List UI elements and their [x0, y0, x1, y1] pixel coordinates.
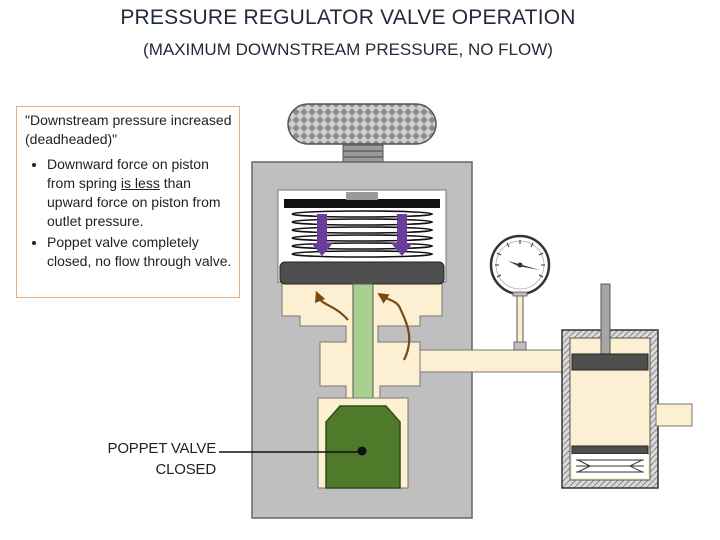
explanation-callout: "Downstream pressure increased (deadhead… [16, 106, 240, 298]
poppet-label-line1: POPPET VALVE [107, 440, 217, 457]
spring-force-arrows [311, 214, 413, 256]
piston [279, 261, 445, 285]
bullet-text-emphasis: is less [120, 175, 160, 191]
poppet-label-line2: CLOSED [155, 461, 217, 478]
gauge-needle [508, 261, 540, 270]
pressure-flow-arrows [314, 290, 411, 361]
adjusting-screw [342, 143, 384, 165]
poppet-valve-label: POPPET VALVE CLOSED [88, 438, 217, 480]
callout-bullet-poppet: Poppet valve completely closed, no flow … [47, 233, 233, 271]
page-title: PRESSURE REGULATOR VALVE OPERATION [120, 6, 576, 29]
bullet-text-poppet: Poppet valve completely closed, no flow … [47, 234, 232, 269]
callout-bullet-spring: Downward force on piston from spring is … [47, 155, 233, 231]
cylinder-rod [600, 283, 611, 357]
pressure-gauge [489, 234, 551, 351]
poppet-valve-dot [357, 446, 367, 456]
downstream-cylinder [561, 283, 659, 489]
callout-heading: "Downstream pressure increased (deadhead… [25, 112, 232, 147]
adjusting-knob[interactable] [287, 103, 437, 145]
cylinder-piston [571, 353, 649, 371]
valve-stem [352, 283, 374, 409]
cylinder-port-pipe [655, 403, 693, 427]
outlet-pipe [419, 349, 577, 373]
page-subtitle: (MAXIMUM DOWNSTREAM PRESSURE, NO FLOW) [143, 40, 553, 59]
callout-bullets: Downward force on piston from spring is … [25, 155, 233, 271]
bullet-text-c: than upward force on piston from outlet … [47, 175, 221, 229]
bullet-text-a: Downward force on piston from spring [47, 156, 209, 191]
spring-top-plate [284, 199, 440, 208]
